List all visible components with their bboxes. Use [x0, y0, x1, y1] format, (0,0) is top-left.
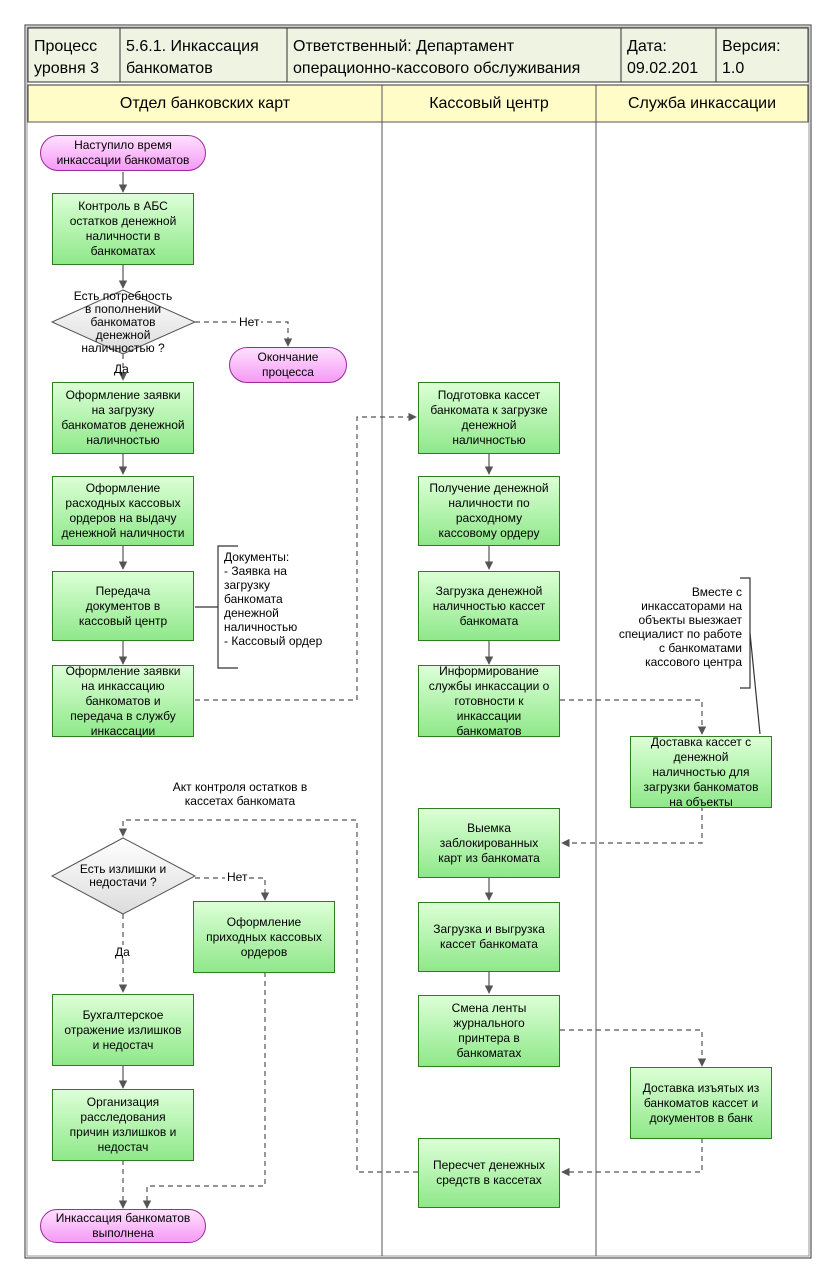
specialist-note: Вместе с инкассаторами на объекты выезжа… [618, 585, 742, 669]
header-version: Версия: 1.0 [722, 38, 781, 77]
deliver-cassettes-box[interactable]: Доставка кассет с денежной наличностью д… [630, 735, 772, 809]
load-unload-box[interactable]: Загрузка и выгрузка кассет банкомата [418, 902, 560, 972]
control-balances-box[interactable]: Контроль в АБС остатков денежной налично… [52, 193, 194, 265]
no-label-1: Нет [237, 315, 262, 329]
finish-terminal[interactable]: Инкассация банкоматов выполнена [40, 1209, 206, 1243]
load-request-box[interactable]: Оформление заявки на загрузку банкоматов… [52, 382, 194, 454]
header-responsible: Ответственный: Департамент операционно-к… [293, 38, 581, 77]
lane-title-collection: Служба инкассации [627, 95, 777, 112]
transfer-documents-box[interactable]: Передача документов в кассовый центр [52, 571, 194, 641]
start-terminal[interactable]: Наступило время инкассации банкоматов [40, 135, 206, 171]
income-orders-box[interactable]: Оформление приходных кассовых ордеров [193, 901, 335, 973]
inform-collection-box[interactable]: Информирование службы инкассации о готов… [418, 664, 560, 738]
header-band [27, 27, 809, 83]
accounting-box[interactable]: Бухгалтерское отражение излишков и недос… [52, 994, 194, 1066]
header-process-name: 5.6.1. Инкассация банкоматов [126, 38, 259, 77]
collection-request-box[interactable]: Оформление заявки на инкассацию банкомат… [52, 664, 194, 738]
decision-2-text: Есть излишки и недостачи ? [79, 862, 167, 889]
header-date: Дата: 09.02.201 [627, 38, 699, 77]
documents-annotation: Документы: - Заявка на загрузку банкомат… [224, 550, 323, 648]
deliver-back-box[interactable]: Доставка изъятых из банкоматов кассет и … [630, 1067, 772, 1139]
remove-cards-box[interactable]: Выемка заблокированных карт из банкомата [418, 808, 560, 878]
decision-1-text: Есть потребность в пополнении банкоматов… [73, 289, 173, 355]
load-cassettes-box[interactable]: Загрузка денежной наличностью кассет бан… [418, 571, 560, 641]
lane-title-cash-center: Кассовый центр [429, 95, 549, 112]
lane-title-cards: Отдел банковских карт [119, 95, 291, 112]
act-label: Акт контроля остатков в кассетах банкома… [172, 780, 308, 808]
yes-label-1: Да [114, 362, 129, 376]
yes-label-2: Да [114, 945, 131, 959]
lane-header-band [27, 84, 809, 123]
change-tape-box[interactable]: Смена ленты журнального принтера в банко… [418, 995, 560, 1067]
no-label-2: Нет [225, 870, 250, 884]
outer-frame [24, 24, 812, 1259]
header-process-level: Процесс уровня 3 [34, 38, 99, 77]
end-process-terminal[interactable]: Окончание процесса [229, 347, 347, 383]
recount-box[interactable]: Пересчет денежных средств в кассетах [418, 1138, 560, 1208]
prepare-cassettes-box[interactable]: Подготовка кассет банкомата к загрузке д… [418, 382, 560, 454]
expense-orders-box[interactable]: Оформление расходных кассовых ордеров на… [52, 476, 194, 546]
receive-cash-box[interactable]: Получение денежной наличности по расходн… [418, 476, 560, 546]
investigation-box[interactable]: Организация расследования причин излишко… [52, 1089, 194, 1161]
